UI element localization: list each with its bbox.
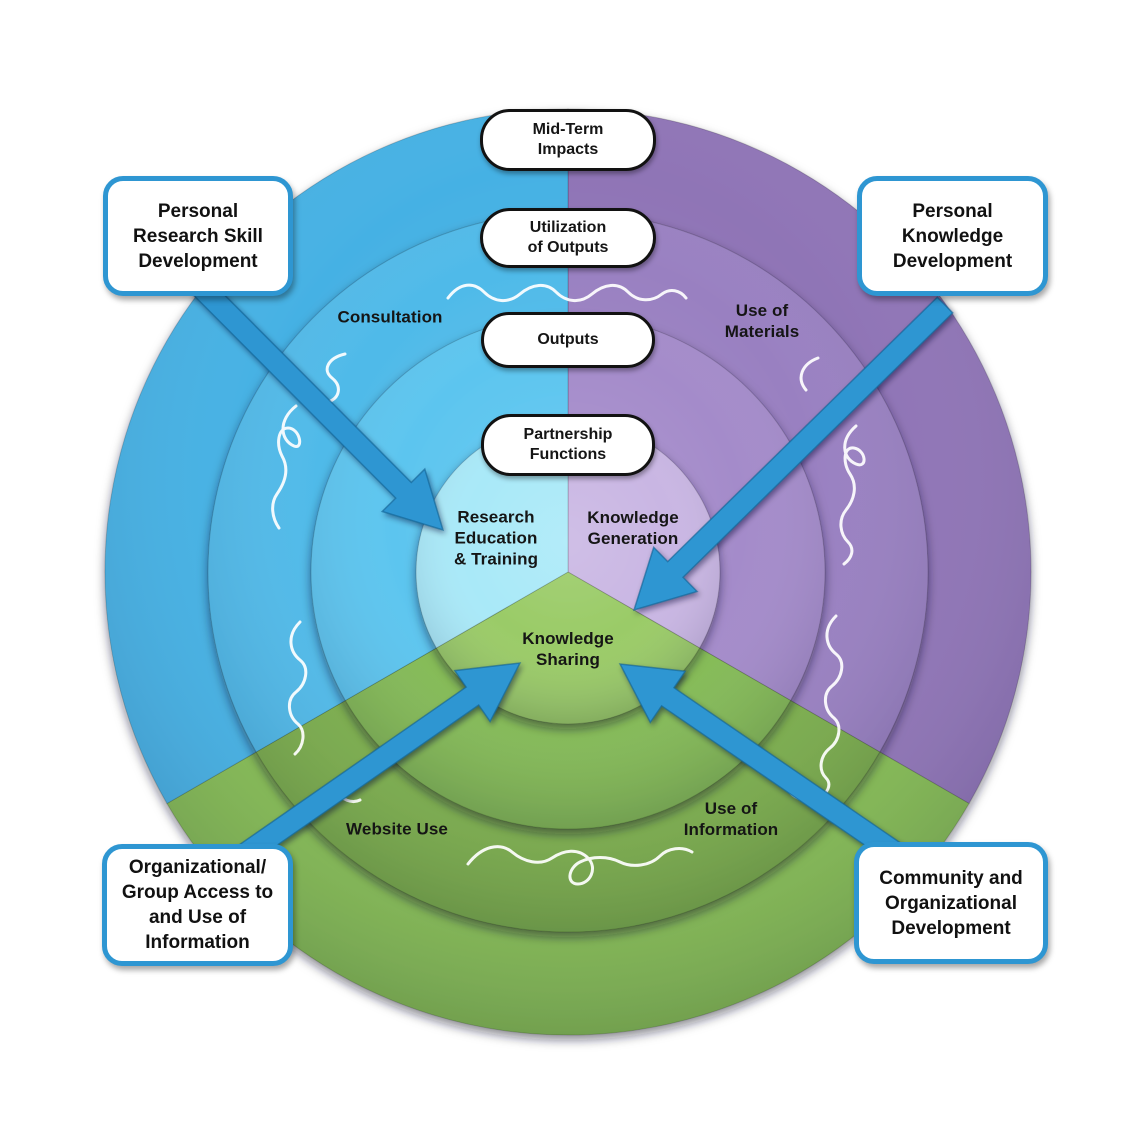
label-research-education-training: Research Education & Training [453,507,539,569]
box-community-organizational-development: Community and Organizational Development [854,842,1048,964]
squiggle-top-wave [446,283,688,302]
squiggle-purple-vertical-upper [839,424,866,566]
squiggle-blue-vertical-upper [271,404,302,530]
label-use-of-materials: Use of Materials [724,301,800,341]
pill-outputs: Outputs [481,312,655,368]
squiggle-blue-vertical-lower [288,620,308,756]
box-organizational-group-access: Organizational/ Group Access to and Use … [102,844,293,966]
arrow-bottom-left [220,662,522,877]
label-website-use: Website Use [346,819,448,839]
label-knowledge-generation: Knowledge Generation [587,508,679,548]
squiggle-green-wave [466,845,694,886]
arrow-top-right [632,296,954,612]
pill-mid-term-impacts: Mid-Term Impacts [480,109,656,171]
box-personal-research-skill-development: Personal Research Skill Development [103,176,293,296]
arrow-bottom-right [618,663,911,869]
squiggle-purple-hook [799,356,820,392]
box-personal-knowledge-development: Personal Knowledge Development [857,176,1048,296]
squiggle-blue-curl [325,352,347,404]
label-knowledge-sharing: Knowledge Sharing [522,629,614,669]
label-consultation: Consultation [337,307,443,327]
pill-partnership-functions: Partnership Functions [481,414,655,476]
arrow-top-left [191,277,445,532]
ring-core [415,419,721,725]
pill-utilization-of-outputs: Utilization of Outputs [480,208,656,268]
label-use-of-information: Use of Information [683,799,779,839]
